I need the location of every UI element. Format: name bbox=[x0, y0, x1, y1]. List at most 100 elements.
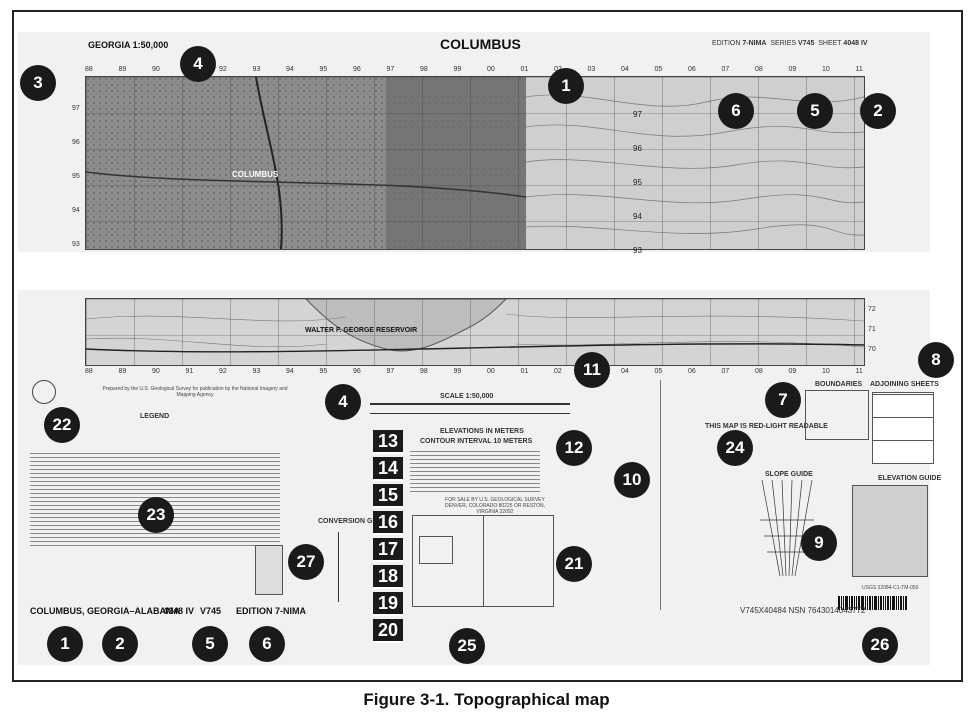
barcode-bar bbox=[892, 596, 895, 610]
grid-tick-bottom-14: 02 bbox=[554, 368, 562, 375]
barcode-bar bbox=[843, 596, 844, 610]
grid-tick-top-9: 97 bbox=[386, 66, 395, 73]
grid-tick-bottom-10: 98 bbox=[420, 368, 428, 375]
grid-tick-bottom-4: 92 bbox=[219, 368, 227, 375]
map-scale-title: GEORGIA 1:50,000 bbox=[88, 40, 169, 50]
figure-caption: Figure 3-1. Topographical map bbox=[363, 690, 610, 709]
slope-guide-title: SLOPE GUIDE bbox=[765, 471, 813, 478]
callout-16: 16 bbox=[373, 511, 403, 535]
grid-tick-top-23: 11 bbox=[855, 66, 863, 73]
grid-tick-bottom-5: 93 bbox=[252, 368, 261, 375]
grid-label-bottom-2: 70 bbox=[868, 346, 876, 353]
declination-line bbox=[660, 380, 661, 610]
boundaries-title: BOUNDARIES bbox=[815, 381, 863, 388]
barcode-bar bbox=[878, 596, 879, 610]
grid-tick-bottom-17: 05 bbox=[654, 368, 663, 375]
callout-3: 3 bbox=[20, 65, 56, 101]
barcode-bar bbox=[851, 596, 853, 610]
grid-tick-left-1: 96 bbox=[72, 139, 80, 146]
grid-tick-top-10: 98 bbox=[420, 66, 428, 73]
bottom-sheet-number: 4048 IV bbox=[163, 606, 195, 616]
grid-tick-bottom-0: 88 bbox=[85, 368, 93, 375]
grid-tick-top-19: 07 bbox=[721, 66, 730, 73]
grid-tick-bottom-19: 07 bbox=[721, 368, 730, 375]
barcode-bar bbox=[856, 596, 857, 610]
scale-text: SCALE 1:50,000 bbox=[440, 393, 494, 400]
callout-25: 25 bbox=[449, 628, 485, 664]
callout-2-top: 2 bbox=[860, 93, 896, 129]
barcode-bar bbox=[865, 596, 866, 610]
usgs-code: USGS 32084-C1-TM-050 bbox=[862, 585, 919, 591]
grid-tick-bottom-6: 94 bbox=[286, 368, 294, 375]
grid-tick-top-1: 89 bbox=[118, 66, 127, 73]
grid-label-bottom-1: 71 bbox=[868, 326, 876, 333]
grid-tick-bottom-9: 97 bbox=[386, 368, 395, 375]
grid-tick-top-2: 90 bbox=[152, 66, 160, 73]
grid-tick-top-15: 03 bbox=[587, 66, 596, 73]
callout-12: 12 bbox=[556, 430, 592, 466]
grid-tick-top-18: 06 bbox=[688, 66, 696, 73]
grid-tick-bottom-13: 01 bbox=[520, 368, 529, 375]
grid-tick-top-7: 95 bbox=[319, 66, 328, 73]
callout-6-top: 6 bbox=[718, 93, 754, 129]
grid-label-inner-2: 95 bbox=[633, 178, 642, 187]
grid-tick-top-8: 96 bbox=[353, 66, 361, 73]
grid-label-inner-1: 96 bbox=[633, 144, 642, 153]
grid-tick-top-21: 09 bbox=[788, 66, 797, 73]
grid-tick-top-16: 04 bbox=[621, 66, 629, 73]
grid-tick-left-2: 95 bbox=[72, 173, 80, 180]
barcode-bar bbox=[867, 596, 868, 610]
grid-tick-top-0: 88 bbox=[85, 66, 93, 73]
conversion-graph bbox=[338, 532, 339, 602]
callout-8: 8 bbox=[918, 342, 954, 378]
callout-23: 23 bbox=[138, 497, 174, 533]
usgs-seal-icon bbox=[32, 380, 56, 404]
barcode-bar bbox=[903, 596, 904, 610]
elevations-title: ELEVATIONS IN METERS bbox=[440, 428, 524, 435]
barcode-bar bbox=[885, 596, 886, 610]
callout-2-bottom: 2 bbox=[102, 626, 138, 662]
grid-tick-bottom-18: 06 bbox=[688, 368, 696, 375]
boundaries-diagram bbox=[805, 390, 869, 440]
callout-6-bottom: 6 bbox=[249, 626, 285, 662]
grid-tick-bottom-22: 10 bbox=[822, 368, 830, 375]
callout-5-bottom: 5 bbox=[192, 626, 228, 662]
map-sheet-name: COLUMBUS bbox=[440, 36, 521, 52]
grid-tick-left-0: 97 bbox=[72, 105, 80, 112]
grid-ticks-bottom: 8889909192939495969798990001020304050607… bbox=[85, 368, 863, 375]
grid-tick-bottom-2: 90 bbox=[152, 368, 160, 375]
adjoining-sheets-title: ADJOINING SHEETS bbox=[870, 381, 939, 388]
barcode-bar bbox=[887, 596, 889, 610]
barcode-bar bbox=[849, 596, 850, 610]
callout-19: 19 bbox=[373, 592, 403, 616]
contour-interval: CONTOUR INTERVAL 10 METERS bbox=[420, 438, 533, 445]
red-light-text: THIS MAP IS RED-LIGHT READABLE bbox=[705, 423, 828, 430]
stock-number: V745X40484 NSN 7643014043772 bbox=[740, 606, 866, 615]
barcode-bar bbox=[874, 596, 877, 610]
callout-7: 7 bbox=[765, 382, 801, 418]
barcode-bar bbox=[880, 596, 882, 610]
edition-info: EDITION 7-NIMA SERIES V745 SHEET 4048 IV bbox=[712, 40, 868, 47]
grid-tick-top-22: 10 bbox=[822, 66, 830, 73]
barcode-bar bbox=[883, 596, 884, 610]
grid-label-bottom-0: 72 bbox=[868, 306, 876, 313]
grid-tick-bottom-21: 09 bbox=[788, 368, 797, 375]
barcode-bar bbox=[861, 596, 864, 610]
grid-tick-top-12: 00 bbox=[487, 66, 495, 73]
slope-guide-diagram bbox=[760, 480, 814, 577]
location-inset-map bbox=[255, 545, 283, 595]
barcode-bar bbox=[841, 596, 842, 610]
callout-13: 13 bbox=[373, 430, 403, 454]
map-info-lines bbox=[410, 448, 540, 508]
bottom-edition: EDITION 7-NIMA bbox=[236, 606, 307, 616]
callout-15: 15 bbox=[373, 484, 403, 508]
topo-map-bottom-svg bbox=[86, 299, 864, 365]
callout-14: 14 bbox=[373, 457, 403, 481]
grid-tick-top-4: 92 bbox=[219, 66, 227, 73]
callout-24: 24 bbox=[717, 430, 753, 466]
legend-title: LEGEND bbox=[140, 413, 170, 420]
callout-26: 26 bbox=[862, 627, 898, 663]
barcode-bar bbox=[890, 596, 891, 610]
